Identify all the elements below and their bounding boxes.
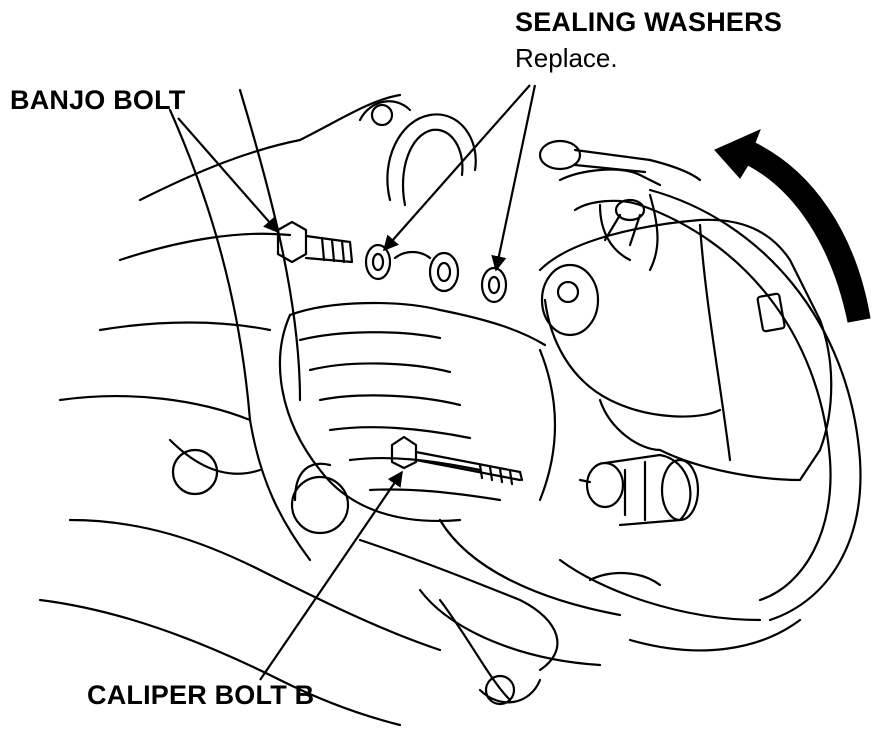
caliper-body: [538, 139, 833, 587]
banjo-bolt-label: BANJO BOLT: [10, 85, 186, 115]
brake-disc: [418, 188, 862, 667]
banjo-bolt: [276, 220, 354, 264]
sealing-washers-label: SEALING WASHERS: [515, 7, 783, 37]
leader-banjo-bolt: [177, 117, 280, 234]
brake-hose: [358, 100, 477, 207]
cv-boot: [278, 301, 557, 522]
sealing-washer-right: [480, 266, 508, 304]
caliper-bolt-b: [390, 435, 524, 486]
caliper-bolt-b-label: CALIPER BOLT B: [87, 680, 315, 710]
leader-sealing-washer-left: [382, 84, 531, 252]
leader-sealing-washer-right: [491, 84, 537, 272]
steering-knuckle: [38, 88, 442, 727]
caliper-mount: [578, 453, 700, 527]
sealing-washers-note: Replace.: [515, 43, 618, 73]
rotation-arrow: [714, 129, 871, 323]
lower-arm: [358, 538, 559, 706]
sealing-washer-left: [364, 243, 392, 281]
banjo-fitting: [393, 250, 460, 293]
leader-caliper-bolt-b: [259, 470, 403, 681]
